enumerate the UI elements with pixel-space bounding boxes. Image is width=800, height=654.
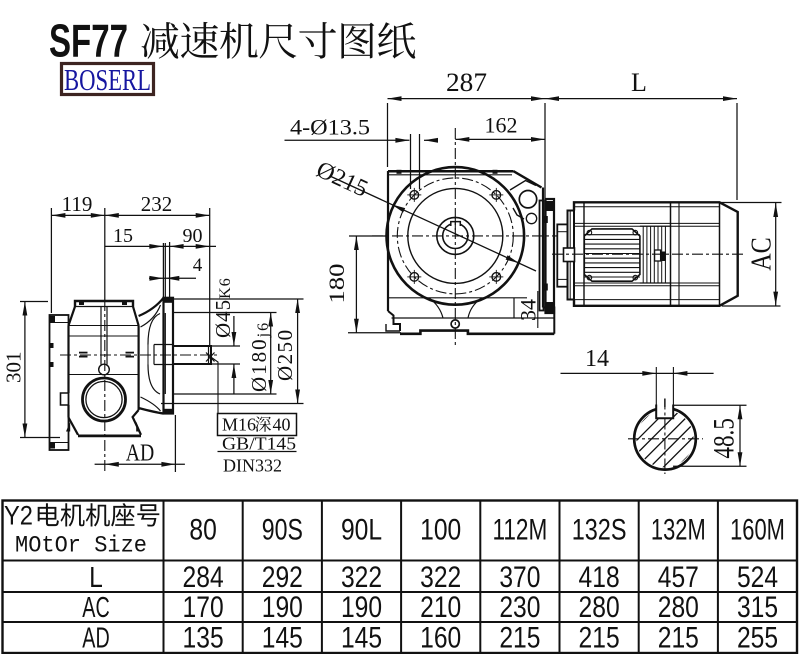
svg-text:4-Ø13.5: 4-Ø13.5 (290, 115, 370, 140)
svg-text:215: 215 (499, 622, 540, 654)
svg-text:90L: 90L (341, 514, 382, 547)
svg-text:GB/T145: GB/T145 (222, 434, 296, 454)
svg-text:162: 162 (485, 113, 518, 138)
svg-text:Ø180j6: Ø180j6 (247, 321, 272, 392)
svg-text:255: 255 (737, 622, 778, 654)
svg-text:284: 284 (183, 561, 224, 594)
svg-text:180: 180 (324, 264, 349, 304)
svg-text:119: 119 (62, 192, 93, 216)
svg-text:AC: AC (82, 592, 109, 624)
svg-text:4: 4 (193, 255, 203, 276)
svg-text:14: 14 (585, 346, 609, 372)
svg-text:230: 230 (499, 591, 540, 624)
svg-text:215: 215 (658, 622, 699, 654)
svg-text:132M: 132M (651, 514, 706, 547)
svg-text:Ø250: Ø250 (273, 328, 297, 381)
svg-text:M16: M16 (222, 415, 256, 435)
svg-text:280: 280 (579, 591, 620, 624)
svg-text:34: 34 (516, 299, 541, 321)
svg-text:232: 232 (141, 192, 173, 216)
svg-text:Y2: Y2 (4, 501, 33, 531)
svg-text:210: 210 (420, 591, 461, 624)
svg-text:322: 322 (420, 561, 461, 594)
svg-text:287: 287 (446, 68, 487, 97)
svg-text:90: 90 (183, 225, 203, 247)
svg-text:170: 170 (183, 591, 224, 624)
svg-text:80: 80 (189, 514, 216, 547)
svg-text:524: 524 (737, 561, 778, 594)
svg-text:15: 15 (113, 225, 133, 247)
svg-text:315: 315 (737, 591, 778, 624)
svg-text:Ø45K6: Ø45K6 (211, 277, 235, 338)
svg-text:BOSERL: BOSERL (64, 62, 151, 97)
svg-text:MOtOr Size: MOtOr Size (15, 533, 147, 559)
svg-text:DIN332: DIN332 (223, 456, 282, 476)
svg-text:AD: AD (126, 441, 155, 467)
svg-text:AC: AC (746, 237, 778, 271)
svg-text:292: 292 (262, 561, 303, 594)
svg-text:132S: 132S (572, 514, 627, 547)
svg-text:L: L (89, 562, 103, 594)
svg-text:322: 322 (341, 561, 382, 594)
svg-text:457: 457 (658, 561, 699, 594)
svg-text:Ø215: Ø215 (312, 157, 371, 203)
svg-text:SF77: SF77 (49, 15, 128, 67)
svg-text:AD: AD (82, 623, 109, 654)
svg-text:215: 215 (579, 622, 620, 654)
svg-text:L: L (631, 68, 647, 97)
svg-text:190: 190 (262, 591, 303, 624)
svg-text:160M: 160M (730, 514, 785, 547)
svg-text:145: 145 (341, 622, 382, 654)
svg-text:190: 190 (341, 591, 382, 624)
svg-text:40: 40 (273, 415, 291, 435)
svg-text:90S: 90S (262, 514, 303, 547)
svg-text:370: 370 (499, 561, 540, 594)
svg-text:135: 135 (183, 622, 224, 654)
svg-text:145: 145 (262, 622, 303, 654)
svg-text:48.5: 48.5 (708, 418, 741, 459)
svg-text:280: 280 (658, 591, 699, 624)
svg-text:100: 100 (420, 514, 461, 547)
svg-text:160: 160 (420, 622, 461, 654)
svg-text:112M: 112M (493, 514, 548, 547)
svg-text:418: 418 (579, 561, 620, 594)
svg-text:301: 301 (2, 352, 26, 384)
